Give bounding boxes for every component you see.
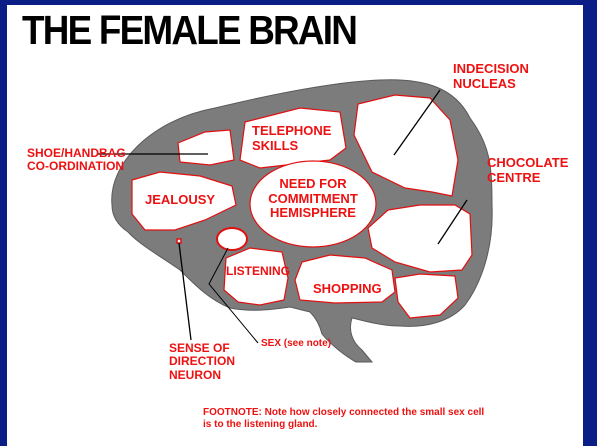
shoe-label: SHOE/HANDBAG CO-ORDINATION [27, 147, 126, 174]
direction-label: SENSE OF DIRECTION NEURON [169, 342, 235, 382]
indecision-label: INDECISION NUCLEAS [453, 62, 529, 91]
footnote: FOOTNOTE: Note how closely connected the… [203, 407, 484, 431]
direction-neuron [177, 239, 181, 243]
sex-cell [217, 228, 247, 250]
listening-label: LISTENING [226, 265, 290, 278]
jealousy-label: JEALOUSY [145, 193, 215, 208]
shopping-label: SHOPPING [313, 282, 382, 297]
chocolate-label: CHOCOLATE CENTRE [487, 156, 568, 185]
telephone-label: TELEPHONE SKILLS [252, 124, 331, 153]
commitment-label: NEED FOR COMMITMENT HEMISPHERE [263, 177, 363, 221]
sex-label: SEX (see note) [261, 338, 331, 349]
